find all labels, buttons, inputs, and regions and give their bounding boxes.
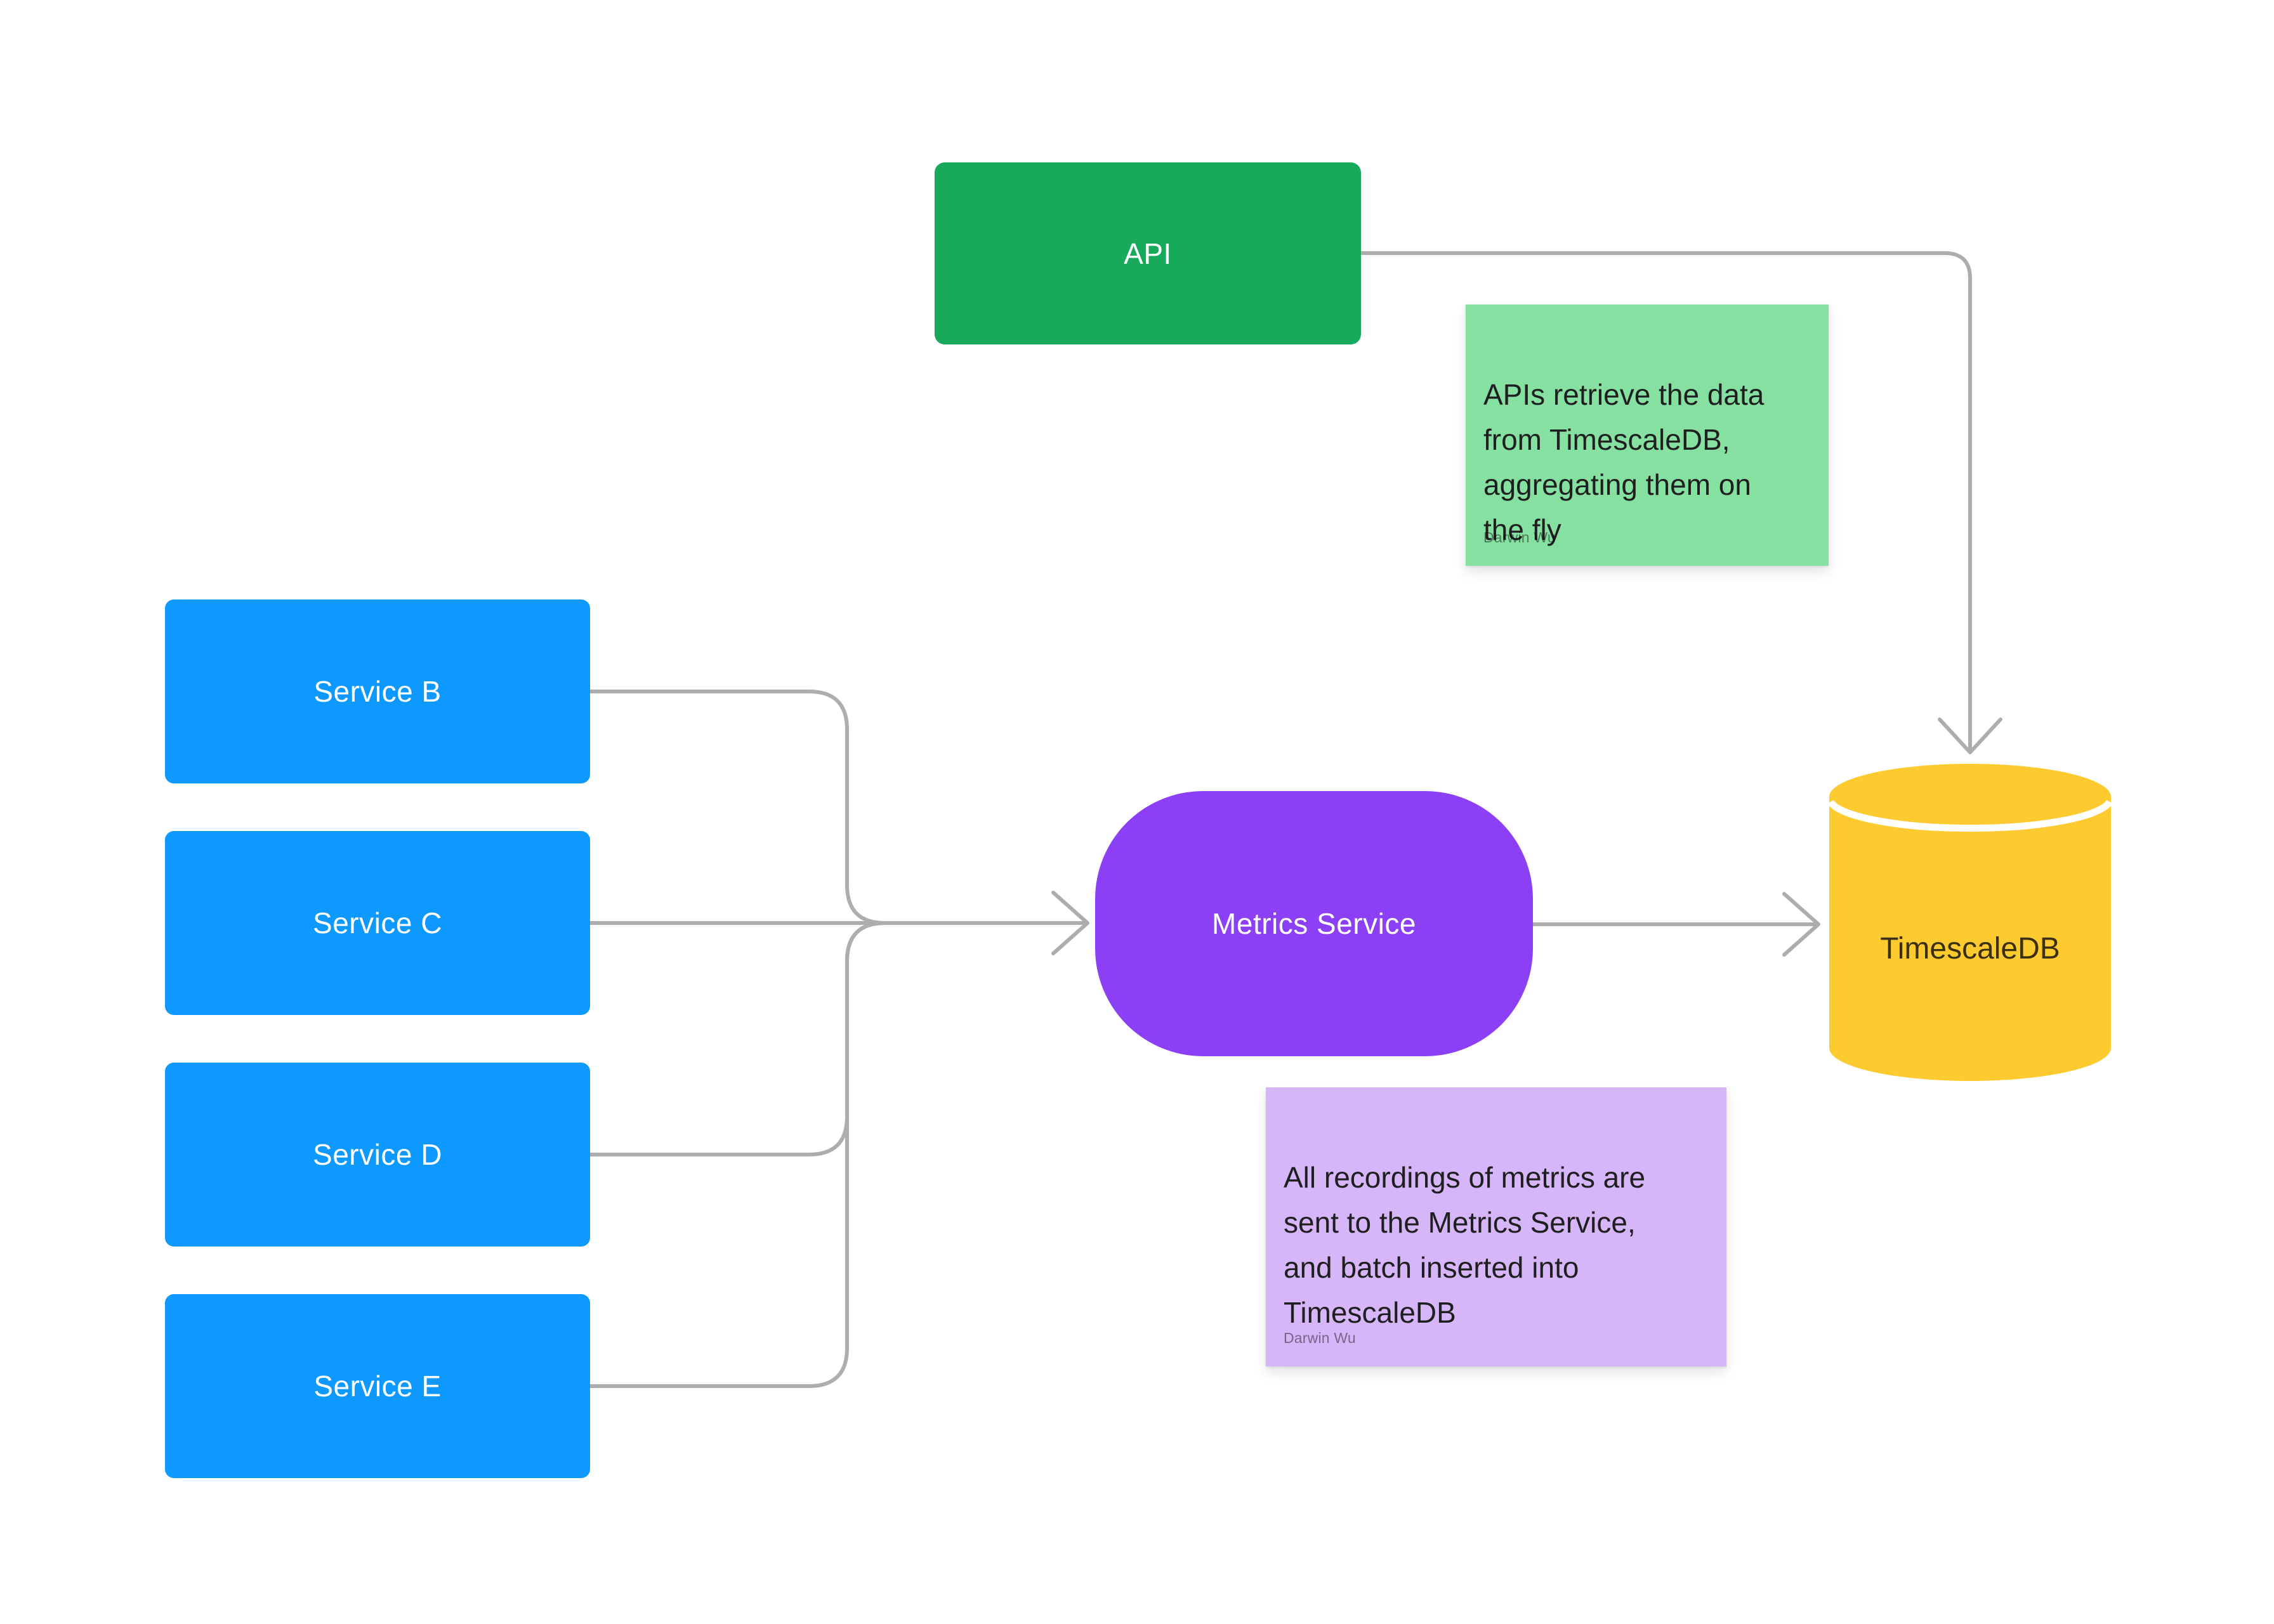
- node-metrics-service-label: Metrics Service: [1212, 907, 1416, 940]
- node-service-e[interactable]: Service E: [165, 1294, 590, 1478]
- sticky-note-metrics-author: Darwin Wu: [1284, 1330, 1356, 1346]
- node-service-c-label: Service C: [313, 907, 442, 940]
- node-metrics-service[interactable]: Metrics Service: [1095, 791, 1533, 1056]
- cylinder-body: [1829, 764, 2111, 1081]
- node-service-b-label: Service B: [313, 675, 442, 708]
- sticky-note-api[interactable]: APIs retrieve the data from TimescaleDB,…: [1466, 304, 1829, 566]
- cylinder-lid-line: [1827, 799, 2113, 832]
- connector-service-d-to-metrics[interactable]: [588, 921, 887, 1156]
- node-service-d[interactable]: Service D: [165, 1063, 590, 1247]
- arrowhead-into-db-top-icon: [1938, 717, 2002, 754]
- sticky-note-api-text: APIs retrieve the data from TimescaleDB,…: [1483, 378, 1765, 546]
- connector-service-e-to-metrics[interactable]: [588, 921, 887, 1388]
- sticky-note-metrics[interactable]: All recordings of metrics are sent to th…: [1266, 1087, 1726, 1366]
- arrowhead-into-metrics-icon: [1051, 891, 1089, 955]
- node-service-e-label: Service E: [313, 1370, 442, 1403]
- node-service-b[interactable]: Service B: [165, 599, 590, 783]
- node-api[interactable]: API: [935, 162, 1361, 344]
- node-service-c[interactable]: Service C: [165, 831, 590, 1015]
- connector-service-b-to-metrics[interactable]: [588, 690, 887, 925]
- connector-api-to-db[interactable]: [1359, 251, 1972, 752]
- node-timescaledb-label: TimescaleDB: [1880, 932, 2060, 966]
- arrowhead-into-db-side-icon: [1782, 892, 1820, 957]
- node-api-label: API: [1124, 237, 1172, 270]
- node-timescaledb[interactable]: [1827, 764, 2113, 1081]
- timescaledb-cylinder: [1827, 764, 2113, 1081]
- sticky-note-api-author: Darwin Wu: [1483, 529, 1556, 546]
- sticky-note-metrics-text: All recordings of metrics are sent to th…: [1284, 1161, 1646, 1329]
- node-service-d-label: Service D: [313, 1138, 442, 1171]
